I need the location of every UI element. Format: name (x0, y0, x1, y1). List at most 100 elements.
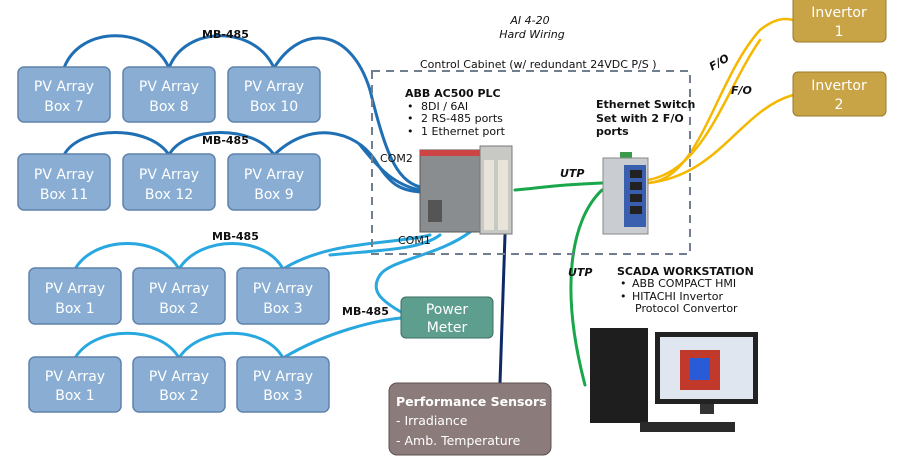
cabinet-label: Control Cabinet (w/ redundant 24VDC P/S … (420, 58, 657, 71)
pv-box-label: Box 7 (44, 99, 83, 115)
pv-box-label: Box 10 (250, 99, 298, 115)
svg-text:•: • (407, 112, 414, 125)
analog-link (498, 233, 507, 385)
control-cabinet (371, 70, 691, 255)
pv-array-box[interactable] (227, 153, 321, 211)
com2-link (358, 143, 422, 192)
invertor-1-box[interactable] (792, 0, 887, 43)
com1-label: COM1 (398, 234, 431, 247)
utp-switch-scada (569, 188, 604, 387)
fiber-link-2 (646, 93, 795, 185)
pv-array-box[interactable] (236, 267, 330, 325)
switch-label: ports (596, 125, 629, 138)
pv-array-box[interactable] (28, 356, 122, 413)
fiber-link-3 (646, 38, 762, 182)
mb485-row2-link (62, 131, 422, 194)
mb485-label: MB-485 (202, 28, 249, 41)
utp-label: UTP (568, 266, 593, 279)
plc-bullet: 8DI / 6AI (421, 100, 468, 113)
pv-array-box[interactable] (122, 153, 216, 211)
plc-title: ABB AC500 PLC (405, 87, 501, 100)
plc-bullet: 1 Ethernet port (421, 125, 506, 138)
com2-label: COM2 (380, 152, 413, 165)
pv-array-box[interactable] (132, 356, 226, 413)
pv-box-label: PV Array (139, 79, 199, 95)
performance-sensors-box[interactable] (388, 382, 552, 456)
mb485-row3-link (73, 233, 432, 271)
pv-box-label: PV Array (45, 281, 105, 297)
power-meter-label: Meter (427, 320, 468, 336)
meter-link (374, 230, 472, 314)
mb485-label: MB-485 (342, 305, 389, 318)
pv-box-label: Box 3 (263, 388, 302, 404)
plc-bullets: • 8DI / 6AI • 2 RS-485 ports • 1 Ethernet p… (407, 100, 506, 138)
invertor-label: 1 (835, 24, 844, 40)
pv-box-label: Box 12 (145, 187, 193, 203)
pv-array-box[interactable] (227, 66, 321, 123)
com1-link (328, 233, 442, 257)
pv-array-box[interactable] (122, 66, 216, 123)
pv-box-label: Box 3 (263, 301, 302, 317)
pv-box-label: PV Array (253, 281, 313, 297)
svg-text:•: • (407, 100, 414, 113)
pv-box-label: PV Array (149, 281, 209, 297)
scada-bullet: Protocol Convertor (635, 302, 738, 315)
sensor-item: - Amb. Temperature (396, 433, 521, 448)
title-line2: Hard Wiring (499, 28, 564, 41)
scada-bullet: HITACHI Invertor (632, 290, 723, 303)
ethernet-switch-icon (602, 152, 649, 235)
scada-title: SCADA WORKSTATION (617, 265, 754, 278)
switch-label: Ethernet Switch (596, 98, 695, 111)
utp-plc-switch (513, 181, 604, 192)
pv-box-label: Box 1 (55, 301, 94, 317)
pv-box-label: PV Array (34, 167, 94, 183)
invertor-2-box[interactable] (792, 71, 887, 117)
switch-label: Set with 2 F/O (596, 112, 684, 125)
pv-box-label: Box 11 (40, 187, 88, 203)
mb485-row1-link (62, 34, 422, 189)
pv-array-box[interactable] (132, 267, 226, 325)
pv-box-label: PV Array (244, 79, 304, 95)
svg-text:•: • (407, 125, 414, 138)
pv-box-label: PV Array (34, 79, 94, 95)
plc-bullet: 2 RS-485 ports (421, 112, 503, 125)
fo-label: F/O (731, 84, 752, 97)
pv-box-label: Box 2 (159, 301, 198, 317)
mb485-label: MB-485 (212, 230, 259, 243)
pv-box-label: Box 9 (254, 187, 293, 203)
workstation-icon (590, 328, 758, 432)
pv-box-label: Box 8 (149, 99, 188, 115)
pv-box-label: PV Array (149, 369, 209, 385)
invertor-label: 2 (835, 97, 844, 113)
sensor-item: - Irradiance (396, 413, 468, 428)
title-line1: AI 4-20 (509, 14, 549, 27)
power-meter-box[interactable] (400, 296, 494, 339)
svg-text:•: • (620, 277, 627, 290)
mb485-label: MB-485 (202, 134, 249, 147)
pv-array-box[interactable] (28, 267, 122, 325)
utp-label: UTP (560, 167, 585, 180)
pv-array-box[interactable] (17, 66, 111, 123)
pv-box-label: PV Array (45, 369, 105, 385)
pv-box-label: PV Array (244, 167, 304, 183)
mb485-row4-link (73, 316, 403, 360)
connections (62, 17, 795, 387)
pv-box-label: Box 1 (55, 388, 94, 404)
pv-array-box[interactable] (17, 153, 111, 211)
plc-device-icon (419, 145, 513, 235)
pv-box-label: PV Array (253, 369, 313, 385)
sensors-title: Performance Sensors (396, 394, 547, 409)
fo-label: F/O (707, 52, 732, 74)
pv-box-label: Box 2 (159, 388, 198, 404)
power-meter-label: Power (426, 302, 469, 318)
scada-bullet: ABB COMPACT HMI (632, 277, 736, 290)
invertor-label: Invertor (811, 5, 867, 21)
pv-array-box[interactable] (236, 356, 330, 413)
invertor-label: Invertor (811, 78, 867, 94)
